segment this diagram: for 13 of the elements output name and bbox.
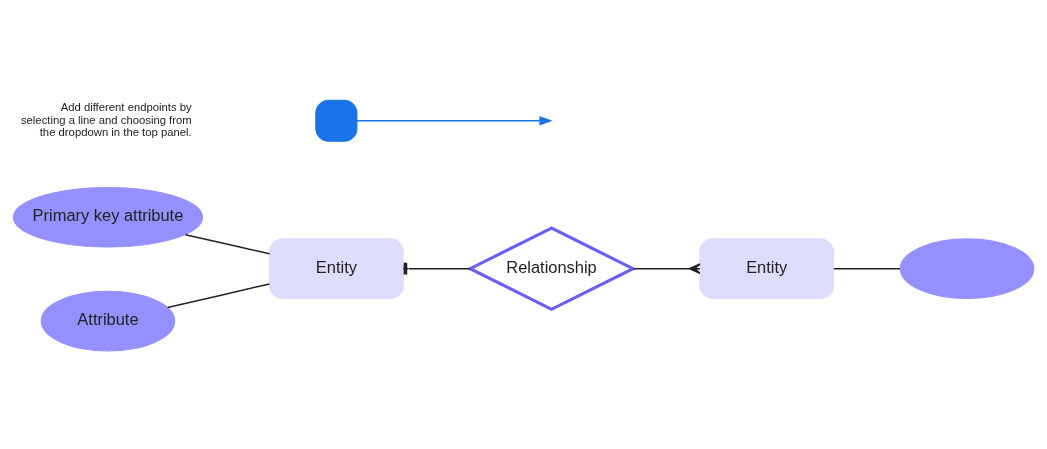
- arrow: [356, 116, 553, 126]
- node-ellipse: Primary key attribute: [12, 187, 204, 248]
- node-box: [315, 99, 358, 142]
- label: Add different endpoints by selecting a line and choosing from the dropdown in the top panel.: [20, 101, 192, 138]
- node-ellipse: [899, 238, 1035, 299]
- connector: [184, 233, 271, 255]
- node-diamond: Relationship: [466, 226, 637, 311]
- connector: [833, 267, 901, 270]
- connector: [166, 283, 271, 309]
- node-box: Entity: [269, 238, 404, 299]
- node-box: Entity: [699, 238, 834, 299]
- connector: [632, 263, 701, 275]
- node-ellipse: Attribute: [40, 290, 176, 352]
